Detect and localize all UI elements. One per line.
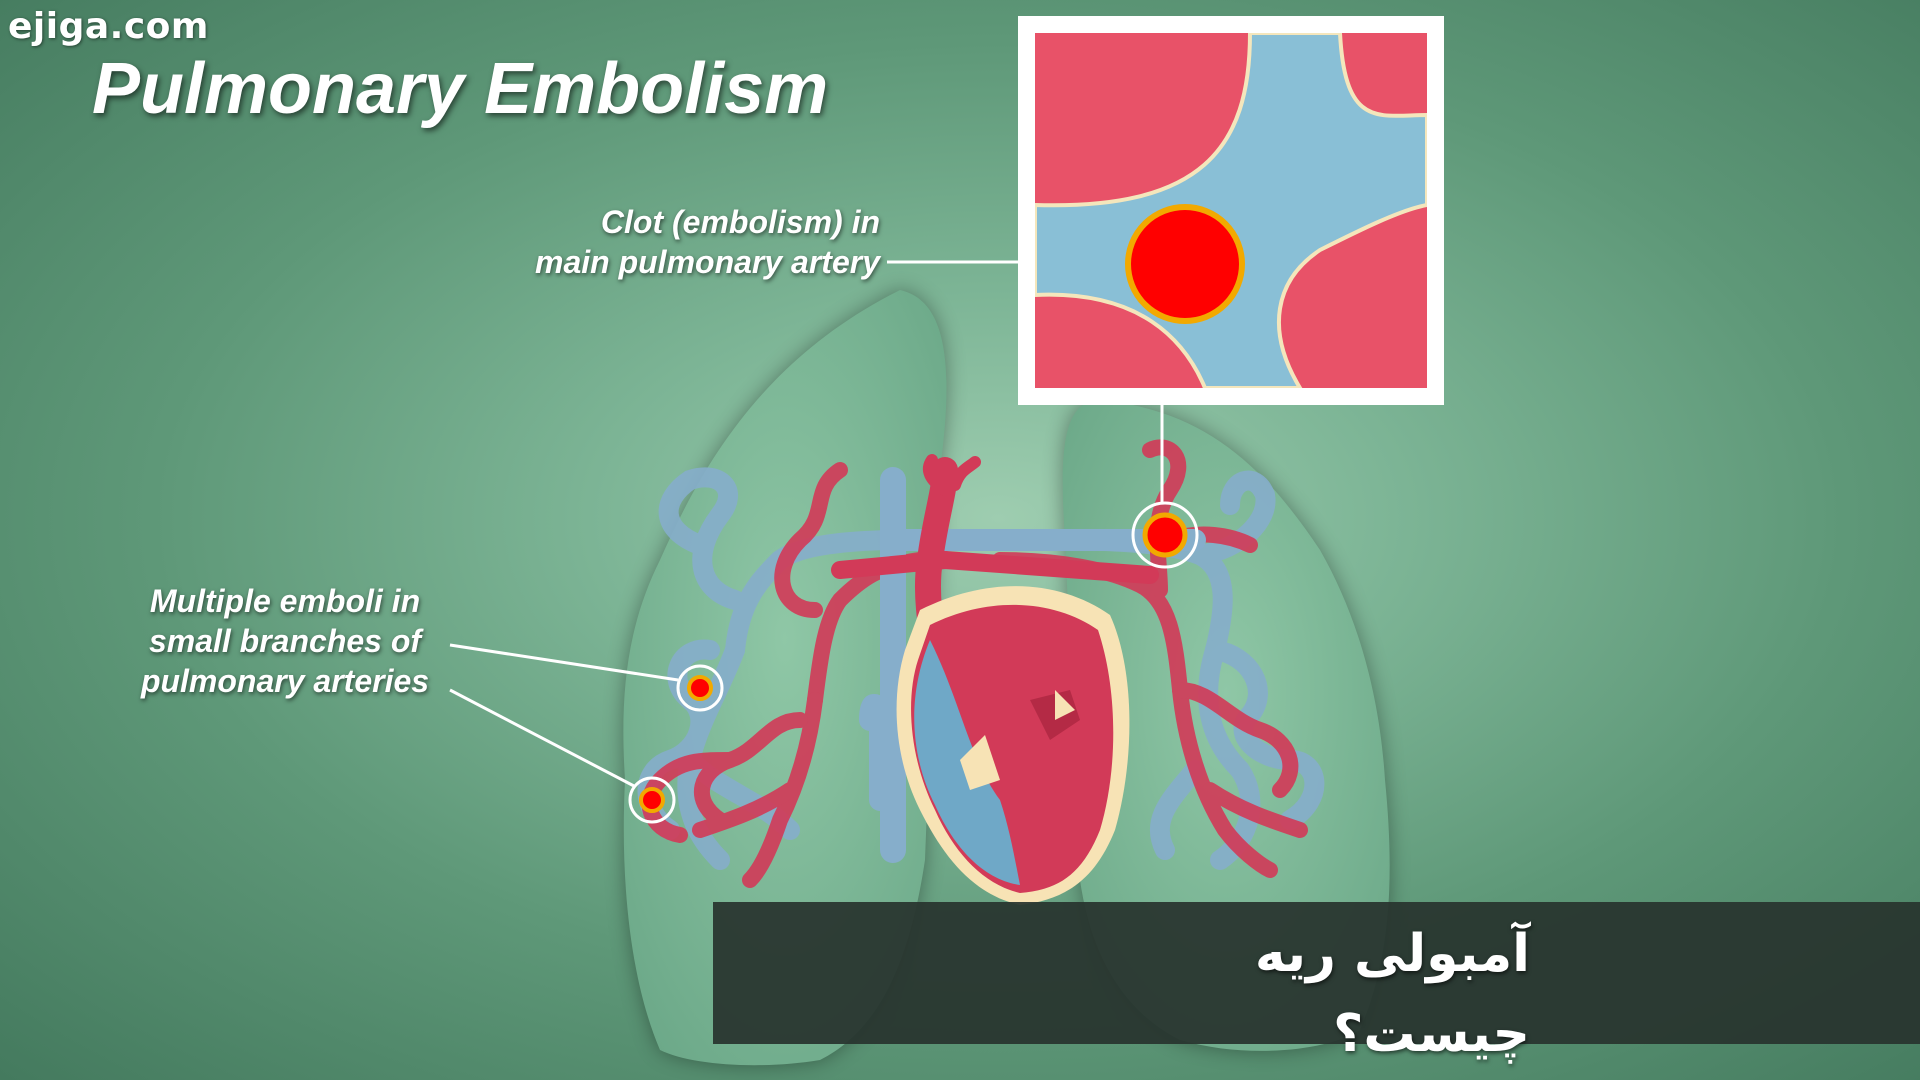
heart	[896, 586, 1130, 905]
label-multiple-emboli: Multiple emboli in small branches of pul…	[120, 581, 450, 701]
clot-marker-small-1	[676, 664, 724, 712]
label-line: main pulmonary artery	[535, 244, 880, 280]
label-line: pulmonary arteries	[140, 663, 430, 699]
right-lung	[1062, 400, 1390, 1051]
page-title: Pulmonary Embolism	[92, 49, 829, 129]
label-line: Clot (embolism) in	[600, 204, 880, 240]
clot-zoom-inset	[1018, 16, 1444, 405]
label-line: Multiple emboli in	[149, 583, 421, 619]
caption-banner	[713, 902, 1920, 1044]
label-line: small branches of	[148, 623, 422, 659]
caption-text: آمبولی ریه چیست؟	[1254, 924, 1530, 1064]
watermark-logo: ejiga.com	[8, 6, 209, 47]
label-main-artery-clot: Clot (embolism) in main pulmonary artery	[500, 202, 880, 282]
clot-marker-small-2	[628, 776, 676, 824]
clot-marker-main	[1131, 501, 1199, 569]
